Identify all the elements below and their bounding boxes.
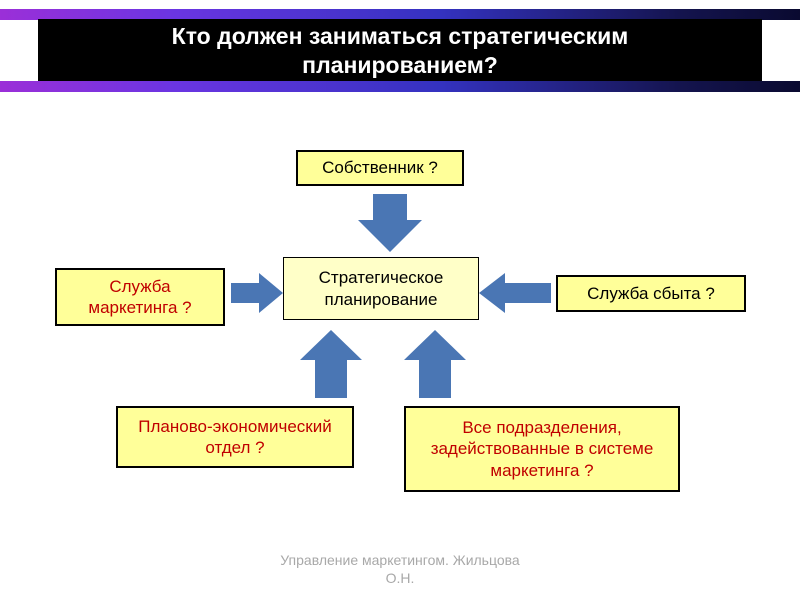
slide-title: Кто должен заниматься стратегическим пла…	[171, 22, 629, 78]
strategic-planning-box: Стратегическое планирование	[283, 257, 479, 320]
all-departments-box: Все подразделения, задействованные в сис…	[404, 406, 680, 492]
header-gradient-strip-bottom	[0, 81, 800, 92]
owner-box: Собственник ?	[296, 150, 464, 186]
left-arrow-icon	[479, 273, 551, 313]
marketing-service-box: Служба маркетинга ?	[55, 268, 225, 326]
title-bar: Кто должен заниматься стратегическим пла…	[38, 19, 762, 82]
slide-footer: Управление маркетингом. Жильцова О.Н.	[280, 552, 520, 587]
up-arrow-right-icon	[404, 330, 466, 398]
down-arrow-icon	[358, 194, 422, 252]
up-arrow-left-icon	[300, 330, 362, 398]
planning-economic-dept-box: Планово-экономический отдел ?	[116, 406, 354, 468]
sales-service-box: Служба сбыта ?	[556, 275, 746, 312]
right-arrow-icon	[231, 273, 283, 313]
header-gradient-strip-top	[0, 9, 800, 20]
